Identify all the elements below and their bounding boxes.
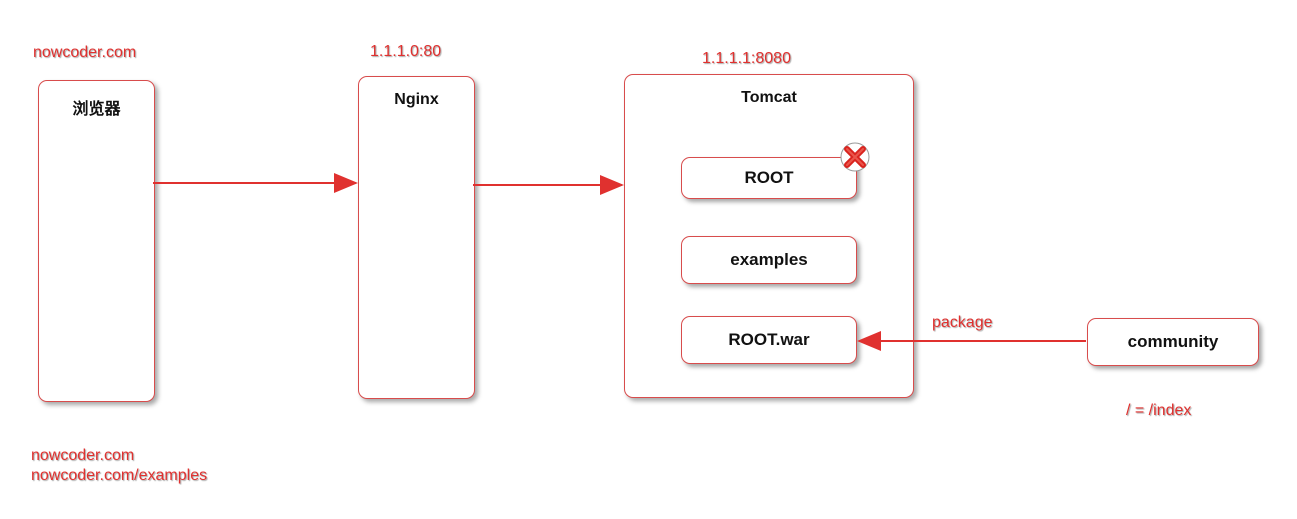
tomcat-address-label: 1.1.1.1:8080 [702, 50, 791, 67]
bottom-url-2: nowcoder.com/examples [31, 467, 208, 484]
nginx-title: Nginx [394, 91, 439, 108]
package-label: package [932, 314, 993, 331]
root-war-app: ROOT.war [681, 316, 857, 364]
examples-app: examples [681, 236, 857, 284]
index-mapping-label: / = /index [1126, 402, 1192, 419]
nginx-node: Nginx [358, 76, 475, 399]
root-app: ROOT [681, 157, 857, 199]
browser-node: 浏览器 [38, 80, 155, 402]
community-node: community [1087, 318, 1259, 366]
bottom-url-1: nowcoder.com [31, 447, 135, 464]
browser-title: 浏览器 [72, 101, 121, 118]
x-mark-icon [840, 142, 870, 172]
browser-url-label: nowcoder.com [33, 44, 137, 61]
tomcat-title: Tomcat [741, 89, 797, 106]
nginx-address-label: 1.1.1.0:80 [370, 43, 442, 60]
